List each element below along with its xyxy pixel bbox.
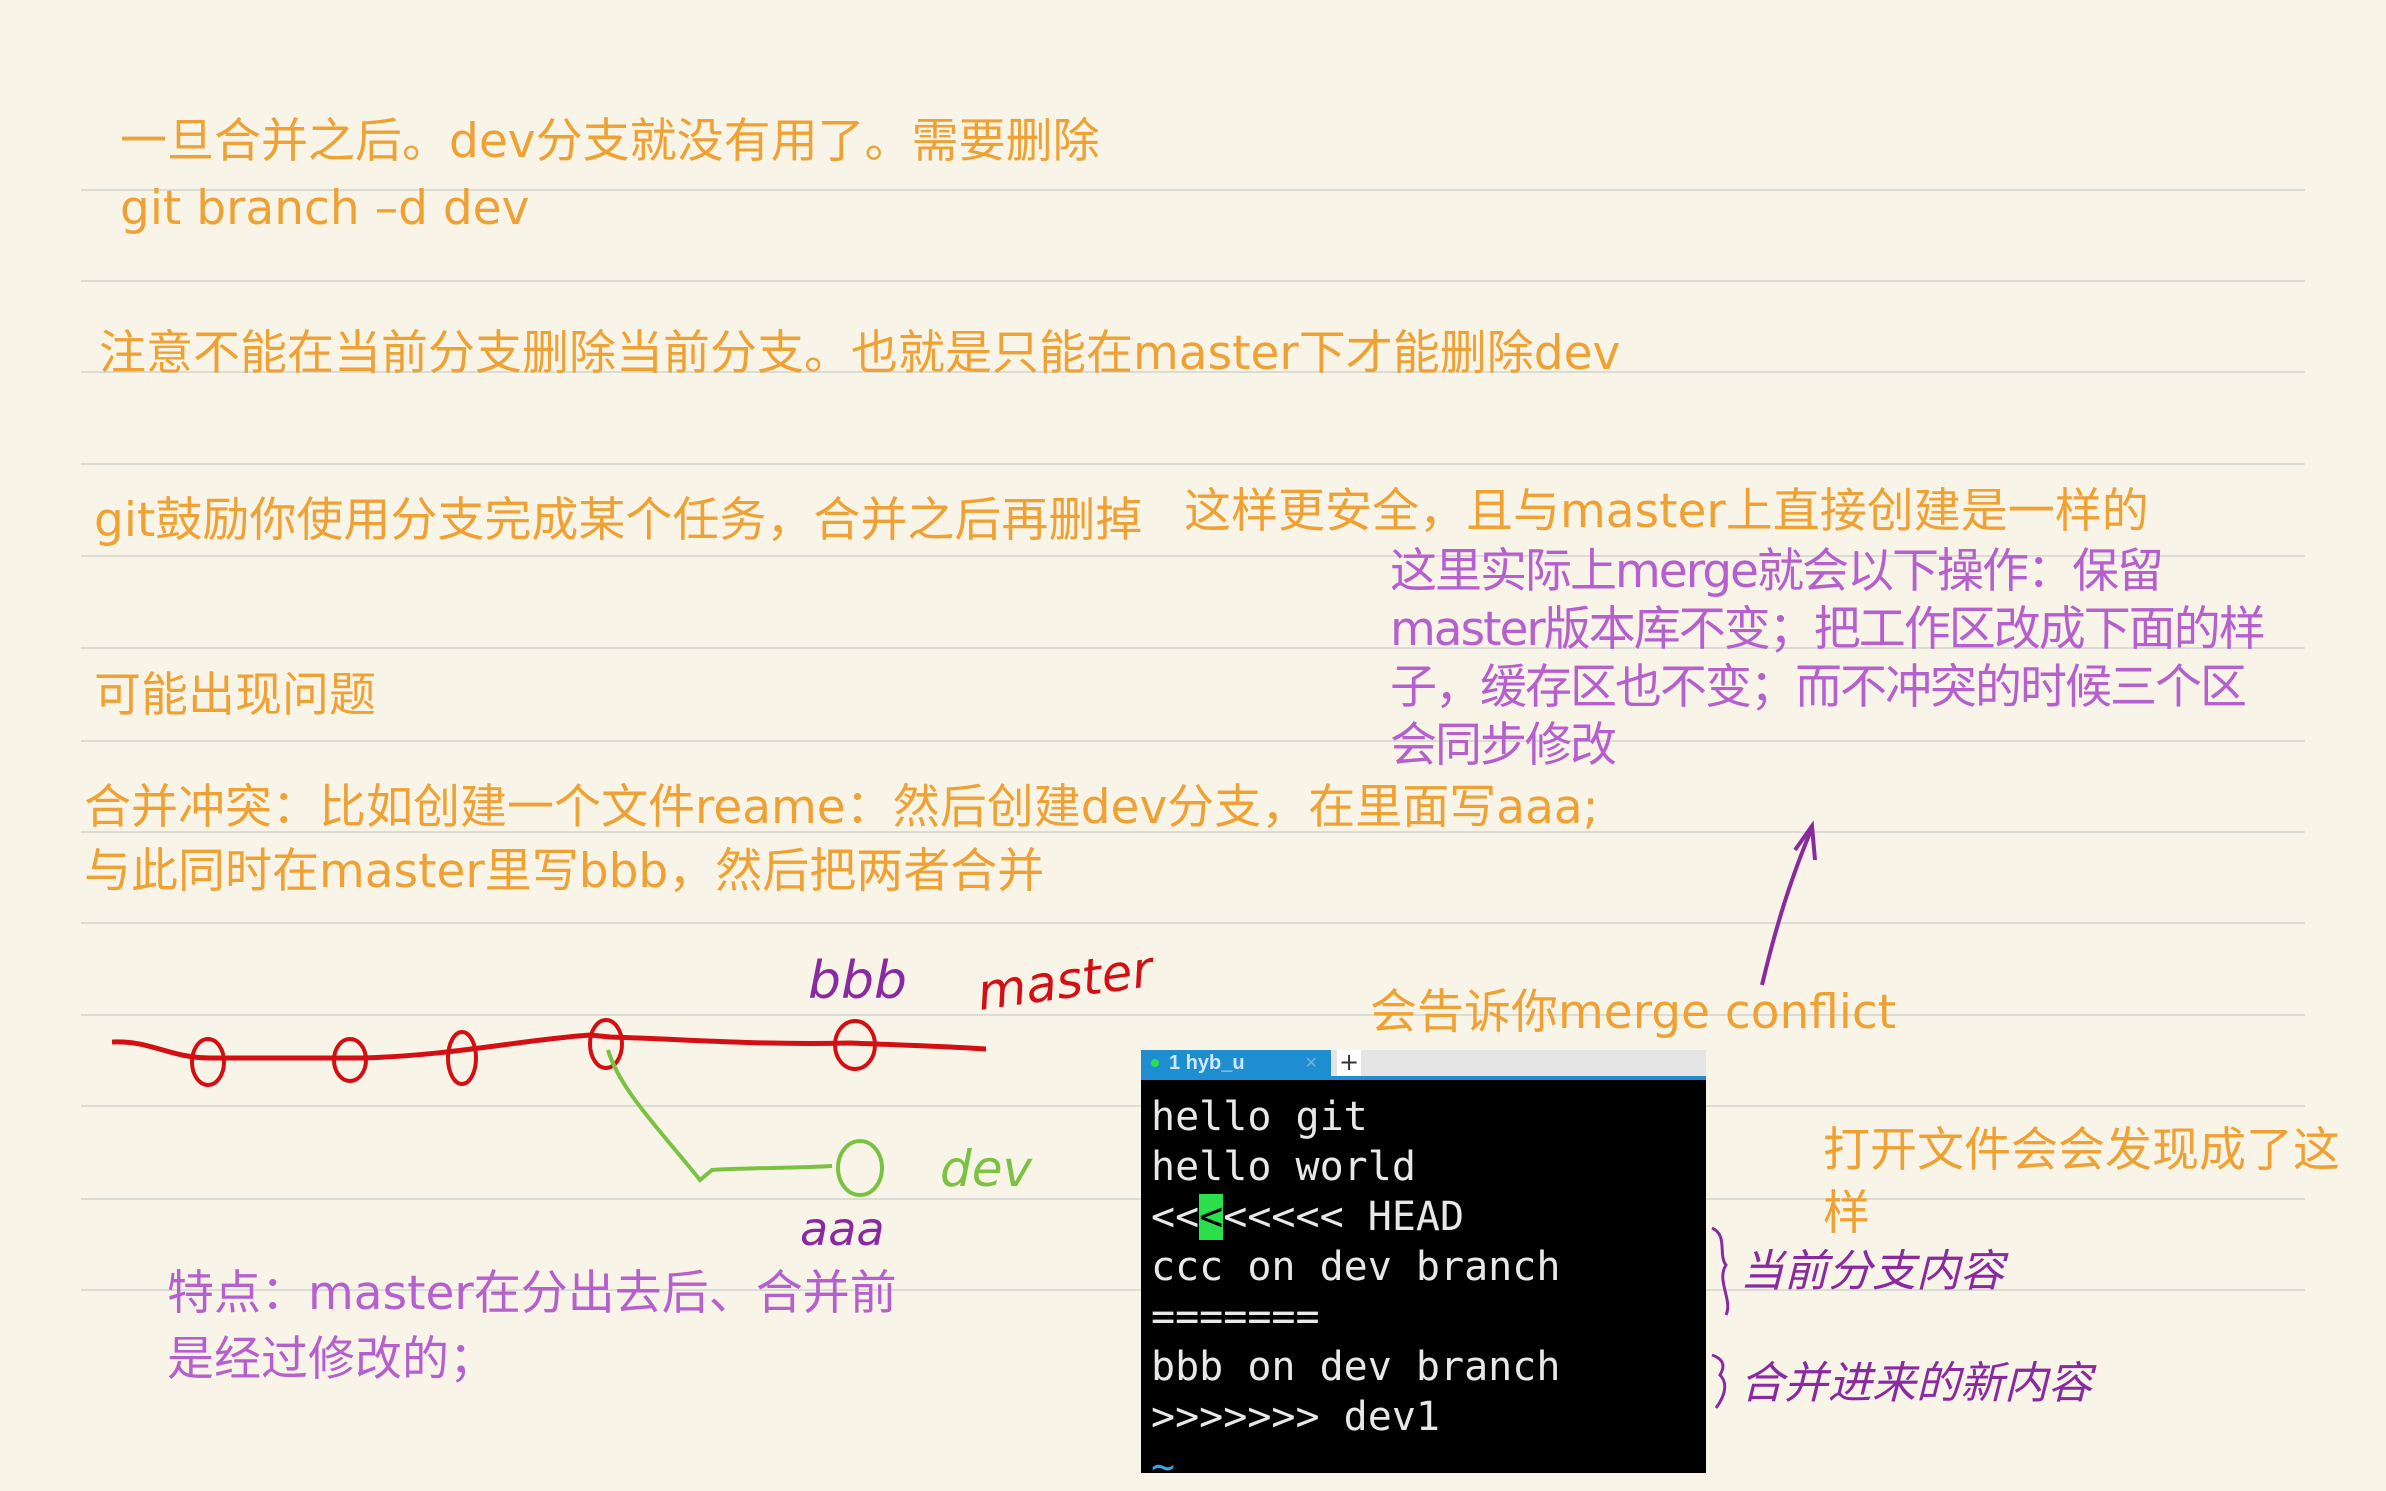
purple-note: 会同步修改 <box>1390 718 1617 773</box>
terminal-line: << <box>1151 1194 1200 1240</box>
note-heading: 可能出现问题 <box>94 668 376 723</box>
ruled-line <box>81 831 2305 833</box>
terminal-output: hello git hello world <<<<<<<< HEAD ccc … <box>1141 1080 1706 1473</box>
feature-note: 是经过修改的； <box>167 1332 496 1387</box>
ruled-line <box>81 647 2305 649</box>
terminal-line: <<<<< HEAD <box>1223 1194 1465 1240</box>
handwritten-merged-content: 合并进来的新内容 <box>1740 1358 2097 1409</box>
terminal-tab[interactable]: 1 hyb_u × <box>1141 1050 1331 1076</box>
commit-node <box>190 1037 226 1087</box>
brace-icon <box>1711 1353 1727 1409</box>
commit-node <box>833 1019 877 1071</box>
commit-node <box>588 1018 624 1070</box>
open-file-note: 打开文件会会发现成了这 <box>1823 1123 2340 1178</box>
conflict-note: 会告诉你merge conflict <box>1370 985 1897 1040</box>
tab-label: 1 hyb_u <box>1169 1052 1245 1074</box>
ruled-line <box>81 1014 2305 1016</box>
terminal-line: ccc on dev branch <box>1151 1244 1561 1290</box>
commit-node <box>446 1030 478 1086</box>
note-line: 与此同时在master里写bbb，然后把两者合并 <box>84 844 1045 899</box>
handwritten-current-branch: 当前分支内容 <box>1740 1246 2009 1297</box>
purple-note: 这里实际上merge就会以下操作：保留 <box>1390 544 2164 599</box>
ruled-line <box>81 922 2305 924</box>
master-branch-line <box>111 1032 987 1061</box>
ruled-line <box>81 463 2305 465</box>
master-label: master <box>974 939 1160 1021</box>
dev-branch-line <box>606 1049 833 1183</box>
bbb-label: bbb <box>808 951 907 1011</box>
ruled-line <box>81 555 2305 557</box>
terminal-line: ~ <box>1151 1444 1176 1473</box>
terminal-line: hello git <box>1151 1094 1368 1140</box>
terminal-tab-bar: 1 hyb_u × + <box>1141 1050 1706 1076</box>
ruled-line <box>81 189 2305 191</box>
tab-underline <box>1141 1076 1706 1080</box>
close-icon[interactable]: × <box>1305 1052 1317 1074</box>
note-line: 合并冲突：比如创建一个文件reame：然后创建dev分支，在里面写aaa; <box>84 780 1599 835</box>
terminal-screenshot: 1 hyb_u× + hello git hello world <<<<<<<… <box>1141 1050 1706 1473</box>
dev-label: dev <box>940 1140 1034 1198</box>
ruled-line <box>81 280 2305 282</box>
aaa-label: aaa <box>800 1202 885 1256</box>
status-dot-icon <box>1151 1059 1159 1067</box>
note-line: 一旦合并之后。dev分支就没有用了。需要删除 <box>120 114 1100 169</box>
purple-note: master版本库不变；把工作区改成下面的样 <box>1390 602 2266 657</box>
note-line: 注意不能在当前分支删除当前分支。也就是只能在master下才能删除dev <box>99 326 1621 381</box>
open-file-note: 样 <box>1823 1186 1870 1241</box>
note-command: git branch –d dev <box>120 181 530 236</box>
ruled-line <box>81 740 2305 742</box>
terminal-line: >>>>>>> dev1 <box>1151 1394 1440 1440</box>
ruled-line <box>81 371 2305 373</box>
feature-note: 特点：master在分出去后、合并前 <box>167 1266 897 1321</box>
text-cursor: < <box>1199 1194 1224 1240</box>
purple-note: 子，缓存区也不变；而不冲突的时候三个区 <box>1390 660 2247 715</box>
terminal-line: ======= <box>1151 1294 1320 1340</box>
terminal-line: hello world <box>1151 1144 1416 1190</box>
terminal-line: bbb on dev branch <box>1151 1344 1561 1390</box>
new-tab-button[interactable]: + <box>1337 1050 1361 1076</box>
commit-node <box>836 1139 884 1197</box>
note-line: git鼓励你使用分支完成某个任务，合并之后再删掉 <box>94 493 1143 548</box>
commit-node <box>332 1037 368 1083</box>
brace-icon <box>1711 1226 1730 1316</box>
arrow-icon <box>1760 820 1817 986</box>
note-line: 这样更安全，且与master上直接创建是一样的 <box>1184 484 2149 539</box>
